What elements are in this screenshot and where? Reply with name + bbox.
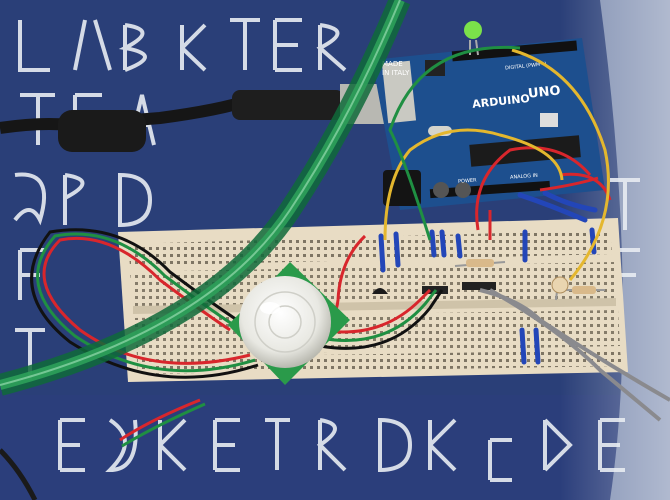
digital-header-label: DIGITAL (PWM~) <box>505 61 547 71</box>
photoresistor-icon <box>551 276 569 301</box>
resistors <box>454 259 605 294</box>
arduino-brand: ARDUINO <box>472 92 531 111</box>
capacitor-2 <box>455 182 471 198</box>
made-in-line1: MADE <box>382 60 403 68</box>
bottom-left-cable <box>0 448 38 500</box>
arduino-uno-board: MADE IN ITALY ARDUINO UNO DIGITAL (PWM~)… <box>372 38 605 210</box>
analog-in-label: ANALOG IN <box>510 173 538 181</box>
gray-cable <box>479 288 670 422</box>
usb-b-port <box>381 60 417 124</box>
yellow-wires <box>383 48 610 281</box>
capacitor-1 <box>433 182 449 198</box>
power-label: POWER <box>458 178 477 185</box>
pir-sensor <box>228 262 350 385</box>
usb-plug-housing <box>232 90 344 120</box>
red-wires <box>319 146 612 332</box>
green-led-icon <box>464 21 482 56</box>
mat-lower <box>0 395 670 500</box>
transistor-icon <box>372 288 388 294</box>
reset-button <box>540 113 558 127</box>
made-in-line2: IN ITALY <box>382 69 410 77</box>
pir-sensor-dome <box>239 276 331 368</box>
green-wire <box>388 45 521 241</box>
header-socket-2 <box>462 282 496 290</box>
ferrite-bead <box>58 110 146 152</box>
uno-model: UNO <box>527 83 561 101</box>
green-led-strip <box>0 0 411 396</box>
blue-jumpers <box>378 190 598 365</box>
